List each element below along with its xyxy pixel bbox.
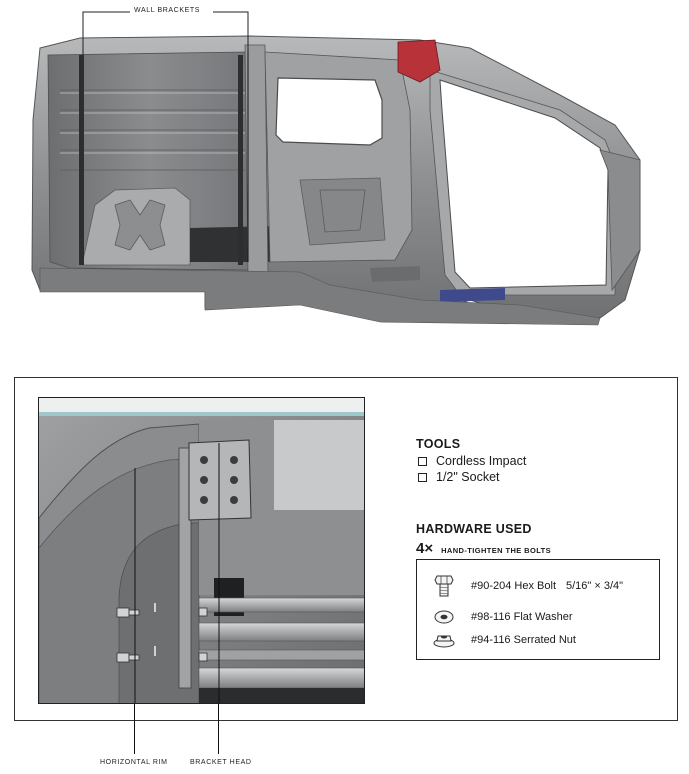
hardware-quantity-row: 4× HAND-TIGHTEN THE BOLTS xyxy=(416,540,551,557)
horizontal-rim-callout: HORIZONTAL RIM xyxy=(100,759,168,766)
hardware-instruction: HAND-TIGHTEN THE BOLTS xyxy=(441,546,552,555)
hardware-heading: HARDWARE USED xyxy=(416,522,532,536)
van-side-panel-drawing xyxy=(31,11,641,326)
tools-list: Cordless Impact 1/2" Socket xyxy=(416,453,526,485)
checkbox-icon xyxy=(418,456,427,466)
bracket-detail-drawing xyxy=(39,398,364,703)
tool-item: Cordless Impact xyxy=(416,453,526,469)
checkbox-icon xyxy=(418,472,427,482)
flat-washer-icon xyxy=(431,607,457,627)
hardware-item-hex-bolt: #90-204 Hex Bolt 5/16" × 3/4" xyxy=(417,575,659,597)
van-side-panel-illustration: WALL BRACKETS xyxy=(0,0,689,340)
hardware-item-label: #90-204 Hex Bolt xyxy=(471,580,556,592)
hardware-item-label: #94-116 Serrated Nut xyxy=(471,634,576,646)
hardware-item-spec: 5/16" × 3/4" xyxy=(566,580,624,592)
serrated-nut-icon xyxy=(431,630,457,650)
hardware-list: #90-204 Hex Bolt 5/16" × 3/4" #98-116 Fl… xyxy=(416,559,660,660)
instruction-panel xyxy=(14,377,678,721)
tools-heading: TOOLS xyxy=(416,437,461,451)
hardware-item-label: #98-116 Flat Washer xyxy=(471,611,573,623)
tool-item-label: Cordless Impact xyxy=(436,454,527,468)
horizontal-rim-leader xyxy=(134,704,135,754)
hardware-item-flat-washer: #98-116 Flat Washer xyxy=(417,607,659,627)
hardware-quantity: 4× xyxy=(416,540,434,557)
bracket-head-leader xyxy=(218,704,219,754)
hardware-item-serrated-nut: #94-116 Serrated Nut xyxy=(417,630,659,650)
wall-brackets-callout: WALL BRACKETS xyxy=(134,7,201,14)
tool-item-label: 1/2" Socket xyxy=(436,470,500,484)
hex-bolt-icon xyxy=(431,575,457,597)
tool-item: 1/2" Socket xyxy=(416,469,526,485)
bracket-detail-closeup xyxy=(38,397,365,704)
bracket-head-callout: BRACKET HEAD xyxy=(190,759,252,766)
